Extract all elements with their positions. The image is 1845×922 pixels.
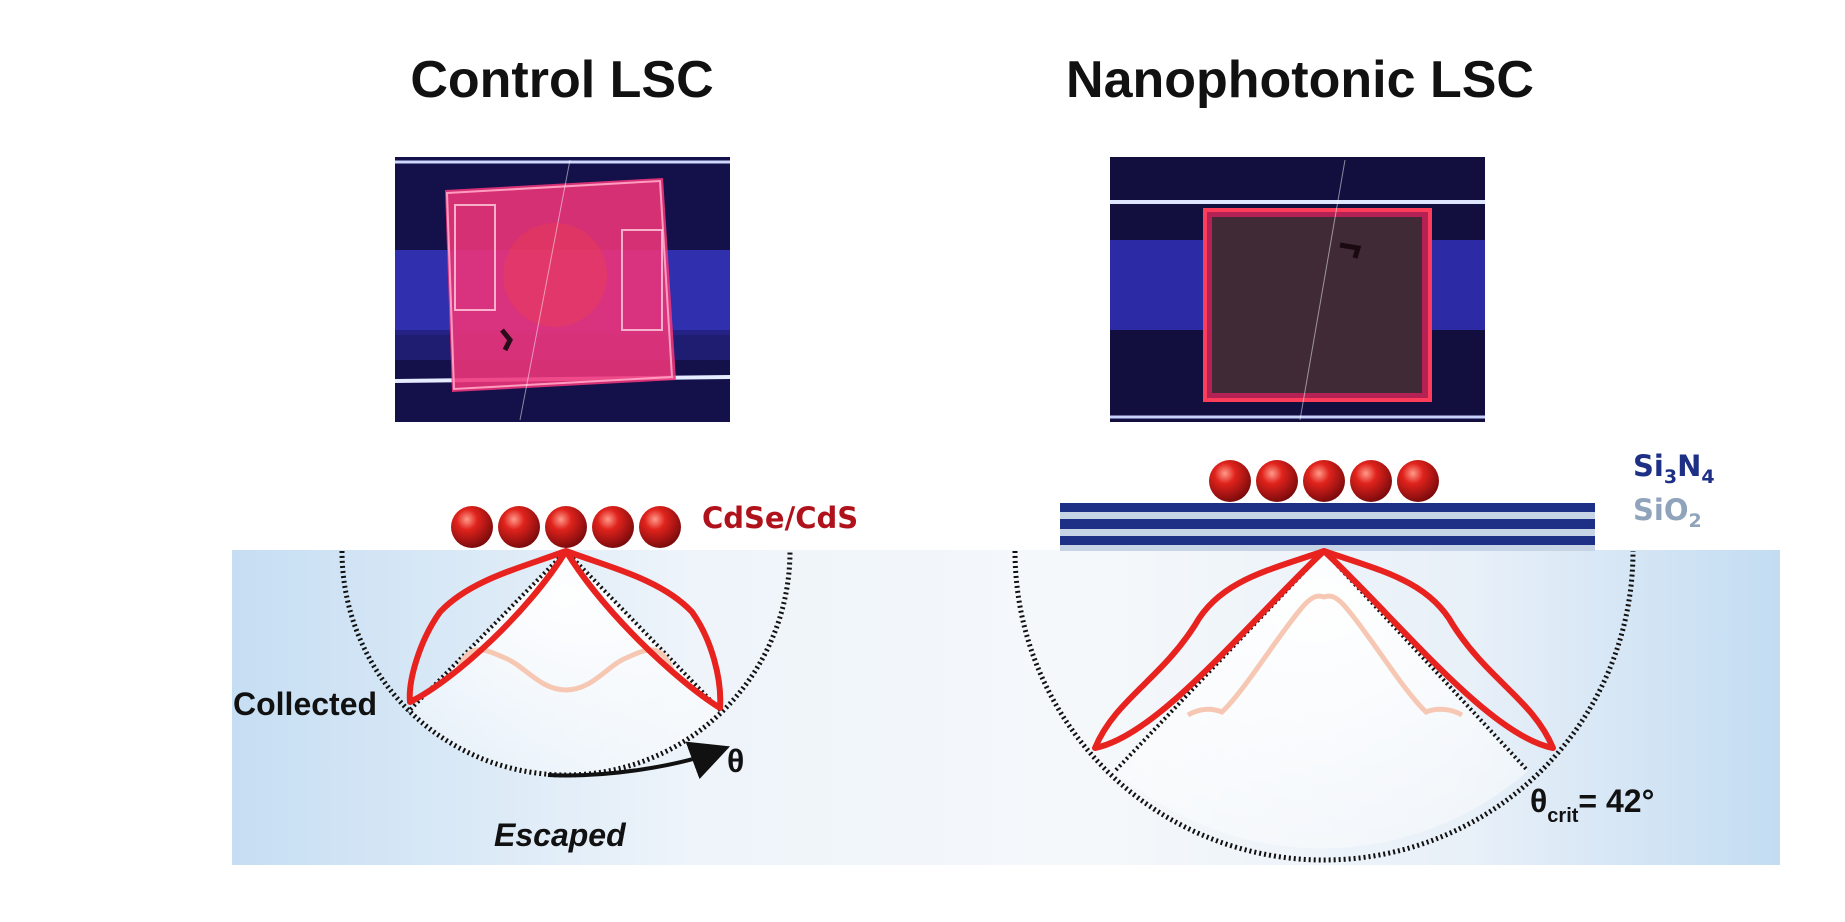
si3n4-n-subscript: 4 (1701, 466, 1714, 488)
quantum-dot (592, 506, 634, 548)
control-faint-emission-curve (455, 647, 675, 693)
quantum-dot (451, 506, 493, 548)
nanophotonic-lsc-photo (1110, 157, 1485, 422)
dielectric-layer-stack (1060, 503, 1595, 551)
nanophotonic-escape-cone (1115, 551, 1528, 849)
si3n4-label: Si3N4 (1633, 449, 1715, 488)
quantum-dot-label: CdSe/CdS (702, 501, 858, 535)
si3n4-n: N (1677, 449, 1701, 483)
nanophotonic-quantum-dots (1209, 460, 1439, 502)
theta-label: θ (727, 743, 744, 779)
sio2-label: SiO2 (1633, 493, 1702, 532)
nanophotonic-lsc-title: Nanophotonic LSC (1066, 51, 1534, 109)
nanophotonic-collection-circle (1012, 550, 1636, 863)
collected-label: Collected (233, 686, 377, 722)
nanophotonic-faint-emission-curve (1186, 593, 1464, 718)
control-lsc-title: Control LSC (410, 51, 713, 109)
si3n4-si-subscript: 3 (1664, 466, 1677, 488)
escape-arrow (547, 741, 731, 780)
control-lsc-photo (394, 157, 731, 422)
sio2-sio: SiO (1633, 493, 1688, 527)
nanophotonic-emission-curve (1092, 548, 1556, 751)
quantum-dot (1397, 460, 1439, 502)
quantum-dot (639, 506, 681, 548)
sio2-subscript: 2 (1688, 510, 1701, 532)
quantum-dot (498, 506, 540, 548)
control-critical-line-right (564, 549, 724, 714)
escaped-label: Escaped (494, 817, 627, 853)
quantum-dot (1350, 460, 1392, 502)
quantum-dot (545, 506, 587, 548)
control-escape-cone (408, 551, 722, 778)
theta-crit-symbol: θ (1530, 783, 1547, 819)
quantum-dot (1209, 460, 1251, 502)
quantum-dot (1256, 460, 1298, 502)
quantum-dot (1303, 460, 1345, 502)
si3n4-si: Si (1633, 449, 1664, 483)
control-quantum-dots (451, 506, 681, 548)
theta-crit-value: = 42° (1578, 783, 1654, 819)
theta-crit-subscript: crit (1547, 805, 1578, 827)
control-emission-curve (406, 548, 724, 711)
critical-angle-label: θcrit= 42° (1530, 783, 1654, 827)
